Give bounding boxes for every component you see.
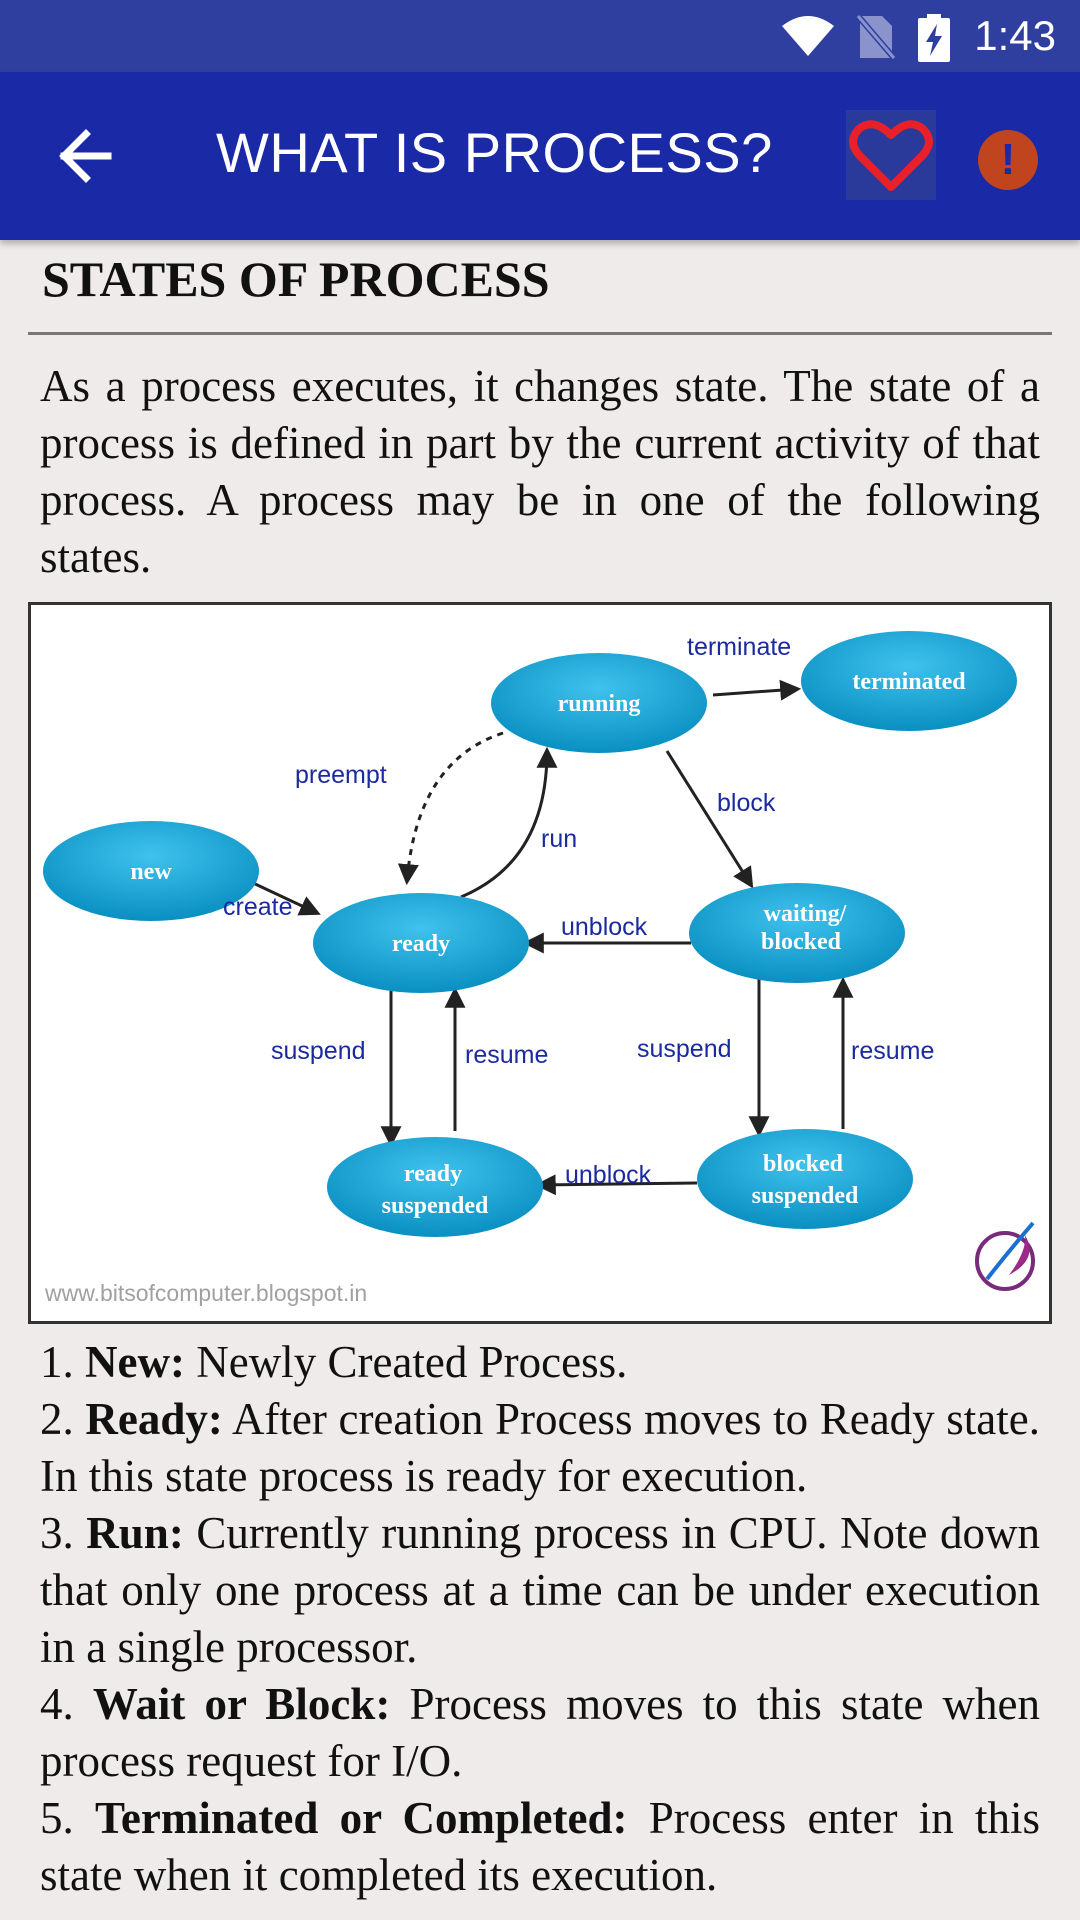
item-number: 5. xyxy=(40,1793,74,1843)
item-description: Process enter in this state when it comp… xyxy=(40,1793,1040,1900)
alert-circle-icon: ! xyxy=(1000,135,1016,184)
process-state-diagram: running terminated new ready waiting/ bl… xyxy=(28,602,1052,1324)
item-description: Process moves to this state when process… xyxy=(40,1679,1041,1786)
item-term: New: xyxy=(85,1337,185,1387)
item-term: Terminated or Completed: xyxy=(95,1793,628,1843)
wifi-icon xyxy=(782,16,834,56)
item-description: Newly Created Process. xyxy=(196,1337,628,1387)
node-running: running xyxy=(558,691,641,717)
edge-label-run: run xyxy=(541,825,577,853)
list-item: 4. Wait or Block: Process moves to this … xyxy=(40,1676,1040,1790)
node-waiting-line1: waiting/ xyxy=(764,901,847,927)
arrow-left-icon xyxy=(59,129,112,183)
node-blocked-suspended-line2: suspended xyxy=(752,1183,859,1209)
diagram-watermark: www.bitsofcomputer.blogspot.in xyxy=(44,1280,367,1306)
item-number: 4. xyxy=(40,1679,74,1729)
states-list: 1. New: Newly Created Process. 2. Ready:… xyxy=(40,1334,1040,1904)
node-blocked-suspended-line1: blocked xyxy=(763,1151,844,1177)
edge-label-resume-left: resume xyxy=(465,1041,548,1069)
no-sim-icon xyxy=(856,14,896,60)
edge-label-suspend-left: suspend xyxy=(271,1037,366,1065)
list-item: 1. New: Newly Created Process. xyxy=(40,1334,1040,1391)
back-button[interactable] xyxy=(50,124,122,188)
list-item: 5. Terminated or Completed: Process ente… xyxy=(40,1790,1040,1904)
edge-label-create: create xyxy=(223,893,292,921)
alert-button[interactable]: ! xyxy=(978,130,1038,190)
edge-label-preempt: preempt xyxy=(295,761,387,789)
status-bar: 1:43 xyxy=(0,0,1080,72)
item-description: Currently running process in CPU. Note d… xyxy=(40,1508,1041,1672)
page-title: WHAT IS PROCESS? xyxy=(216,121,773,184)
intro-paragraph: As a process executes, it changes state.… xyxy=(40,361,1040,582)
list-item: 3. Run: Currently running process in CPU… xyxy=(40,1505,1040,1676)
node-ready-suspended-line1: ready xyxy=(404,1161,462,1187)
content-area[interactable]: STATES OF PROCESS As a process executes,… xyxy=(0,240,1080,1920)
edge-label-unblock-top: unblock xyxy=(561,913,648,941)
edge-label-unblock-bottom: unblock xyxy=(565,1161,652,1189)
item-number: 2. xyxy=(40,1394,74,1444)
node-ready: ready xyxy=(392,931,450,957)
divider xyxy=(28,332,1052,335)
edge-label-block: block xyxy=(717,789,776,817)
node-waiting-line2: blocked xyxy=(761,929,842,955)
edge-label-resume-right: resume xyxy=(851,1037,934,1065)
node-new: new xyxy=(130,859,172,885)
list-item: 2. Ready: After creation Process moves t… xyxy=(40,1391,1040,1505)
section-title: STATES OF PROCESS xyxy=(42,251,550,307)
item-term: Wait or Block: xyxy=(92,1679,391,1729)
item-term: Ready: xyxy=(85,1394,223,1444)
item-term: Run: xyxy=(86,1508,184,1558)
heart-outline-icon xyxy=(849,120,933,191)
item-number: 1. xyxy=(40,1337,74,1387)
edge-label-terminate: terminate xyxy=(687,633,791,661)
node-ready-suspended-line2: suspended xyxy=(382,1193,489,1219)
blog-logo-icon xyxy=(975,1221,1035,1291)
status-time: 1:43 xyxy=(974,12,1056,59)
favorite-button[interactable] xyxy=(846,110,936,200)
battery-charging-icon xyxy=(918,14,950,62)
node-terminated: terminated xyxy=(852,669,966,695)
app-bar: WHAT IS PROCESS? ! xyxy=(0,72,1080,240)
item-number: 3. xyxy=(40,1508,74,1558)
edge-label-suspend-right: suspend xyxy=(637,1035,732,1063)
item-description: After creation Process moves to Ready st… xyxy=(40,1394,1040,1501)
